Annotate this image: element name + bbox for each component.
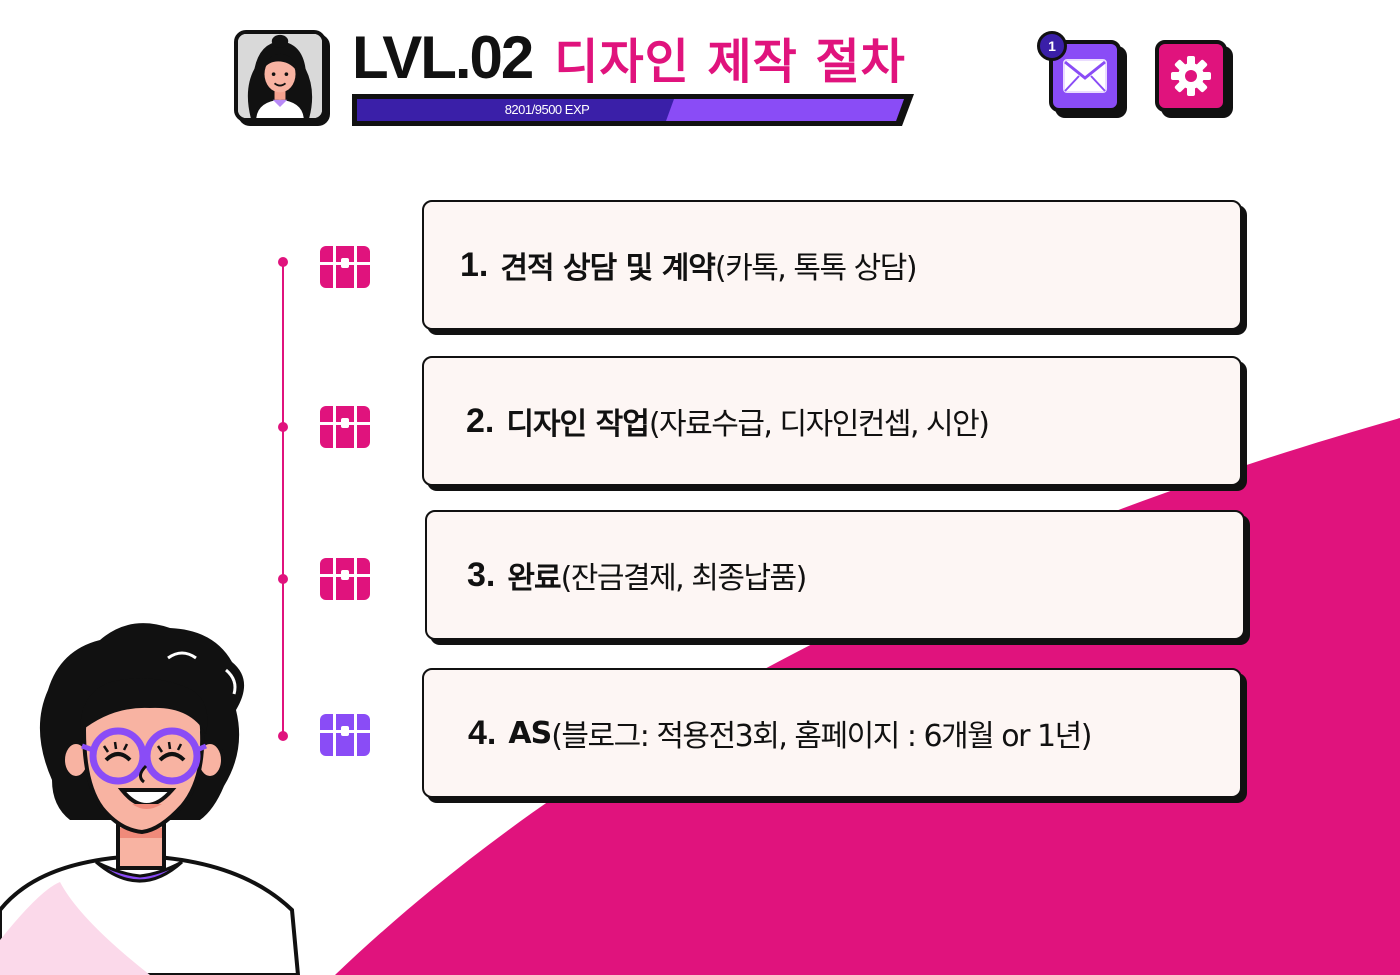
step-title: 견적 상담 및 계약: [500, 251, 716, 286]
step-number: 3.: [467, 555, 496, 594]
step-number: 4.: [468, 713, 497, 752]
exp-label: 8201/9500 EXP: [504, 102, 590, 117]
step-number: 1.: [460, 245, 489, 284]
timeline-line: [282, 262, 284, 738]
glasses-character-illustration: [0, 623, 301, 975]
timeline-dot: [278, 422, 288, 432]
step-card-1[interactable]: 1. 견적 상담 및 계약 (카톡, 톡톡 상담): [422, 200, 1242, 330]
exp-progress-bar: 8201/9500 EXP: [352, 94, 914, 126]
player-avatar[interactable]: [234, 30, 326, 122]
step-card-4[interactable]: 4. AS (블로그: 적용전3회, 홈페이지 : 6개월 or 1년): [422, 668, 1242, 798]
settings-button[interactable]: [1155, 40, 1227, 112]
step-card-3[interactable]: 3. 완료 (잔금결제, 최종납품): [425, 510, 1245, 640]
treasure-chest-icon: [320, 406, 370, 448]
step-number: 2.: [466, 401, 495, 440]
step-detail: (잔금결제, 최종납품): [560, 561, 808, 596]
step-detail: (자료수급, 디자인컨셉, 시안): [648, 407, 990, 442]
level-label: LVL.02: [352, 23, 534, 91]
woman-avatar-icon: [238, 34, 322, 118]
treasure-chest-icon: [320, 558, 370, 600]
timeline-dot: [278, 731, 288, 741]
step-detail: (카톡, 톡톡 상담): [714, 251, 918, 286]
step-detail: (블로그: 적용전3회, 홈페이지 : 6개월 or 1년): [551, 719, 1092, 754]
treasure-chest-icon: [320, 714, 370, 756]
timeline-dot: [278, 257, 288, 267]
gear-icon: [1171, 56, 1211, 96]
page-title: 디자인 제작 절차: [554, 34, 906, 90]
step-card-2[interactable]: 2. 디자인 작업 (자료수급, 디자인컨셉, 시안): [422, 356, 1242, 486]
step-title: 디자인 작업: [506, 407, 649, 442]
level-header: LVL.02 디자인 제작 절차: [352, 22, 906, 92]
timeline-dot: [278, 574, 288, 584]
treasure-chest-icon: [320, 246, 370, 288]
envelope-icon: [1063, 59, 1107, 93]
step-title: AS: [508, 715, 552, 751]
step-title: 완료: [507, 561, 561, 596]
mail-notification-badge: 1: [1037, 31, 1067, 61]
mail-button[interactable]: [1049, 40, 1121, 112]
